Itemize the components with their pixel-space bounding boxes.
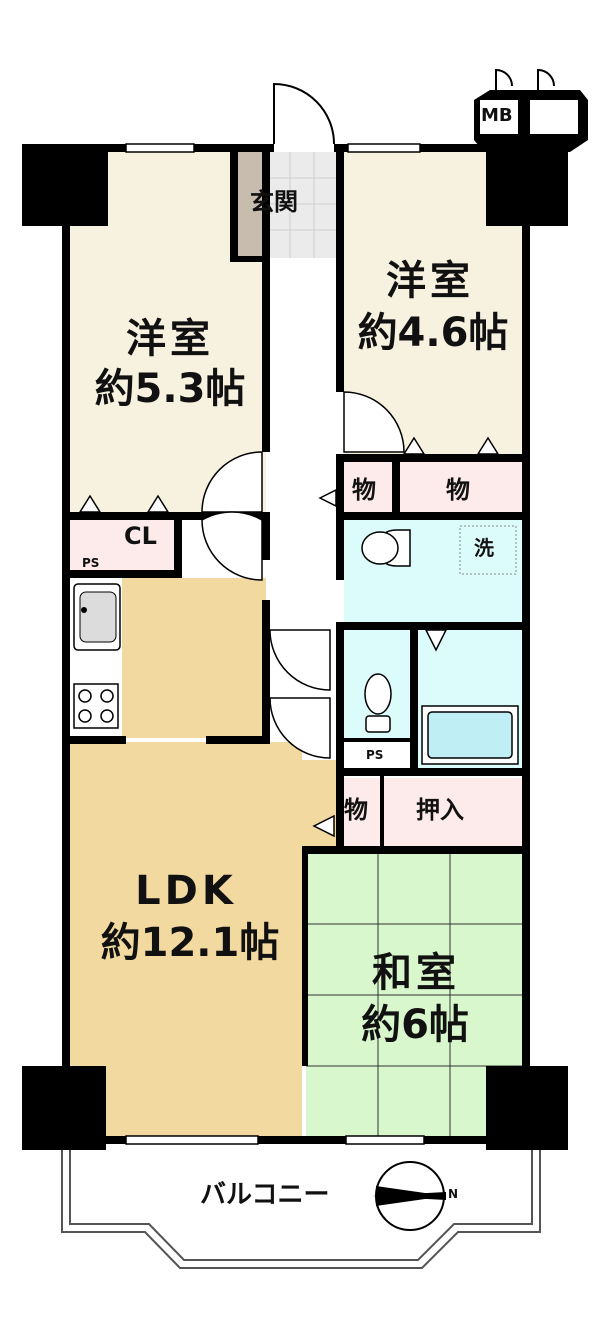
ldk-name: LDK [135,868,237,914]
oshiire-label: 押入 [416,796,464,824]
ldk-size: 約12.1帖 [100,920,280,966]
balcony-outline [61,1140,541,1269]
meter-box-label: MB [481,105,513,126]
bedroom-left-size: 約5.3帖 [94,366,246,412]
toilet-bowl [364,673,392,715]
balcony-inner [69,1140,533,1261]
entrance-label: 玄関 [250,188,298,216]
bathtub-basin [427,711,513,759]
compass-needle-fill [376,1186,446,1206]
toilet-tank [365,715,391,733]
compass-n-label: N [448,1187,459,1201]
storage-label-1: 物 [352,476,376,504]
washitsu-size: 約6帖 [361,1002,469,1048]
washbasin-bowl [361,531,399,565]
storage-floor-1 [344,462,392,512]
bedroom-right-size: 約4.6帖 [357,310,509,356]
meter-box-doors [495,68,555,90]
storage-label-3: 物 [344,796,368,824]
corridor-floor [270,258,336,768]
sink-drain [81,607,87,613]
kitchen-floor [122,578,266,738]
stove [73,683,119,729]
closet-hinges [78,436,500,838]
closet-floor [70,520,174,570]
tatami-grid [306,854,522,1138]
pipe-shaft-center-floor [344,742,410,768]
washitsu-name: 和室 [372,950,460,996]
columns [22,144,568,1150]
pipe-shaft-left-label: PS [82,556,100,570]
stove-burners [78,689,114,723]
ldk-floor-lower [70,760,336,850]
balcony-label: バルコニー [200,1180,330,1210]
meter-box-inner-2 [530,100,578,134]
closet-label: CL [124,522,157,550]
storage-floor-3 [344,778,380,846]
kitchen-sink-basin [79,591,117,643]
storage-label-2: 物 [446,476,470,504]
oshiire-floor [384,778,522,846]
washer-label: 洗 [474,536,494,560]
washer-space [459,525,517,575]
pipe-shaft-center-label: PS [366,748,384,762]
windows [125,143,425,1145]
meter-box-inner [480,100,518,134]
bedroom-left-name: 洋室 [126,316,214,362]
entrance-tiles [268,152,336,258]
door-swings [201,391,405,759]
walls [62,144,530,1144]
bedroom-right-name: 洋室 [386,258,474,304]
front-door-swing [273,82,335,145]
storage-floor-2 [400,462,522,512]
